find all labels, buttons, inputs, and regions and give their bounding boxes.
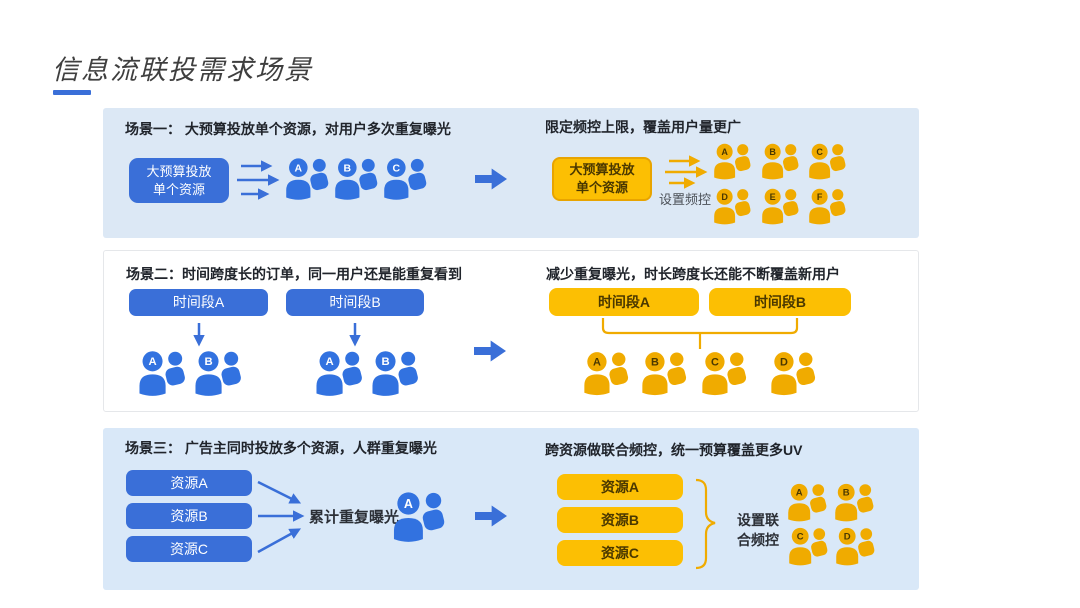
group-letter: F (817, 192, 823, 202)
people-group: D (714, 188, 752, 225)
timeslot-b-box-gold: 时间段B (709, 288, 851, 316)
scenario-2-header: 场景二：时间跨度长的订单，同一用户还是能重复看到 (126, 266, 462, 282)
scenario-3-right-header: 跨资源做联合频控，统一预算覆盖更多UV (545, 442, 803, 458)
box-label: 资源C (600, 544, 640, 561)
people-group: E (762, 188, 800, 225)
people-group: C (384, 158, 428, 200)
people-group: B (335, 158, 379, 200)
title-underline (53, 90, 91, 95)
group-letter: A (593, 357, 601, 369)
people-group: A (286, 158, 330, 200)
group-letter: D (721, 192, 728, 202)
people-group: A (139, 351, 187, 396)
people-group: D (771, 352, 817, 396)
group-letter: C (816, 147, 823, 157)
group-letter: A (721, 147, 728, 157)
group-letter: B (381, 356, 389, 368)
box-line: 单个资源 (575, 180, 628, 195)
cumulative-exposure-label: 累计重复曝光 (309, 509, 400, 526)
people-group: F (809, 188, 847, 225)
people-group: B (762, 143, 800, 180)
people-group: B (372, 351, 420, 396)
scenario-panel-2: 场景二：时间跨度长的订单，同一用户还是能重复看到 时间段A 时间段B A B A… (103, 250, 919, 412)
people-group: D (836, 527, 876, 566)
people-group: C (702, 352, 748, 396)
group-letter: C (711, 357, 719, 369)
scenario-1-header: 场景一： 大预算投放单个资源，对用户多次重复曝光 (125, 121, 451, 137)
timeslot-b-box-blue: 时间段B (286, 289, 424, 316)
down-arrow-icon (349, 323, 361, 347)
group-letter: A (796, 488, 803, 499)
scenario-panel-1: 场景一： 大预算投放单个资源，对用户多次重复曝光 大预算投放 单个资源 A B … (103, 108, 919, 238)
people-group: A (584, 352, 630, 396)
note-line: 合频控 (737, 532, 779, 549)
group-letter: B (843, 488, 850, 499)
box-label: 时间段B (753, 293, 807, 310)
set-frequency-label: 设置频控 (659, 192, 712, 207)
big-arrow-icon (475, 168, 507, 190)
resource-a-box-blue: 资源A (126, 470, 252, 496)
group-letter: B (204, 356, 212, 368)
box-line: 单个资源 (152, 181, 205, 197)
resource-a-box-gold: 资源A (557, 474, 683, 500)
box-label: 时间段A (597, 293, 651, 310)
group-letter: C (797, 532, 804, 543)
box-label: 资源B (170, 507, 208, 524)
page-title: 信息流联投需求场景 (52, 55, 313, 85)
scenario-1-right-header: 限定频控上限，覆盖用户量更广 (545, 119, 741, 135)
box-label: 时间段B (329, 294, 381, 311)
people-group: B (195, 351, 243, 396)
people-group: B (642, 352, 688, 396)
scenario-panel-3: 场景三： 广告主同时投放多个资源，人群重复曝光 资源A 资源B 资源C 累计重复… (103, 428, 919, 590)
group-letter: B (769, 147, 776, 157)
box-label: 资源A (600, 478, 640, 495)
group-letter: A (404, 497, 413, 511)
scenario-3-header: 场景三： 广告主同时投放多个资源，人群重复曝光 (125, 440, 437, 456)
big-arrow-icon (475, 505, 507, 527)
brace-icon (695, 478, 716, 570)
people-group: C (789, 527, 829, 566)
set-joint-frequency-label: 设置联 合频控 (737, 510, 779, 551)
group-letter: C (393, 163, 401, 174)
people-group: A (714, 143, 752, 180)
box-label: 资源A (170, 474, 208, 491)
note-line: 设置联 (737, 512, 779, 528)
group-letter: D (844, 532, 851, 543)
group-letter: A (295, 163, 303, 174)
bracket-icon (601, 318, 799, 349)
box-label: 资源C (169, 540, 209, 557)
box-label: 资源B (600, 511, 640, 528)
group-letter: A (148, 356, 156, 368)
resource-b-box-blue: 资源B (126, 503, 252, 529)
box-line: 大预算投放 (569, 162, 635, 178)
converge-arrows-icon (257, 480, 305, 554)
box-label: 时间段A (172, 294, 225, 311)
resource-b-box-gold: 资源B (557, 507, 683, 533)
triple-arrow-icon (665, 155, 708, 189)
group-letter: D (780, 357, 788, 369)
budget-resource-box-gold: 大预算投放 单个资源 (552, 157, 652, 201)
people-group: A (393, 492, 446, 542)
big-arrow-icon (474, 340, 506, 362)
box-line: 大预算投放 (146, 163, 212, 179)
group-letter: A (325, 356, 333, 368)
group-letter: E (770, 192, 776, 202)
budget-resource-box-blue: 大预算投放 单个资源 (129, 158, 229, 203)
resource-c-box-blue: 资源C (126, 536, 252, 562)
group-letter: B (344, 163, 352, 174)
people-group: C (809, 143, 847, 180)
group-letter: B (651, 357, 659, 369)
scenario-2-right-header: 减少重复曝光，时长跨度长还能不断覆盖新用户 (546, 266, 840, 282)
timeslot-a-box-blue: 时间段A (129, 289, 268, 316)
down-arrow-icon (193, 323, 205, 347)
timeslot-a-box-gold: 时间段A (549, 288, 699, 316)
resource-c-box-gold: 资源C (557, 540, 683, 566)
people-group: A (788, 483, 828, 522)
triple-arrow-icon (237, 160, 280, 200)
people-group: B (835, 483, 875, 522)
people-group: A (316, 351, 364, 396)
